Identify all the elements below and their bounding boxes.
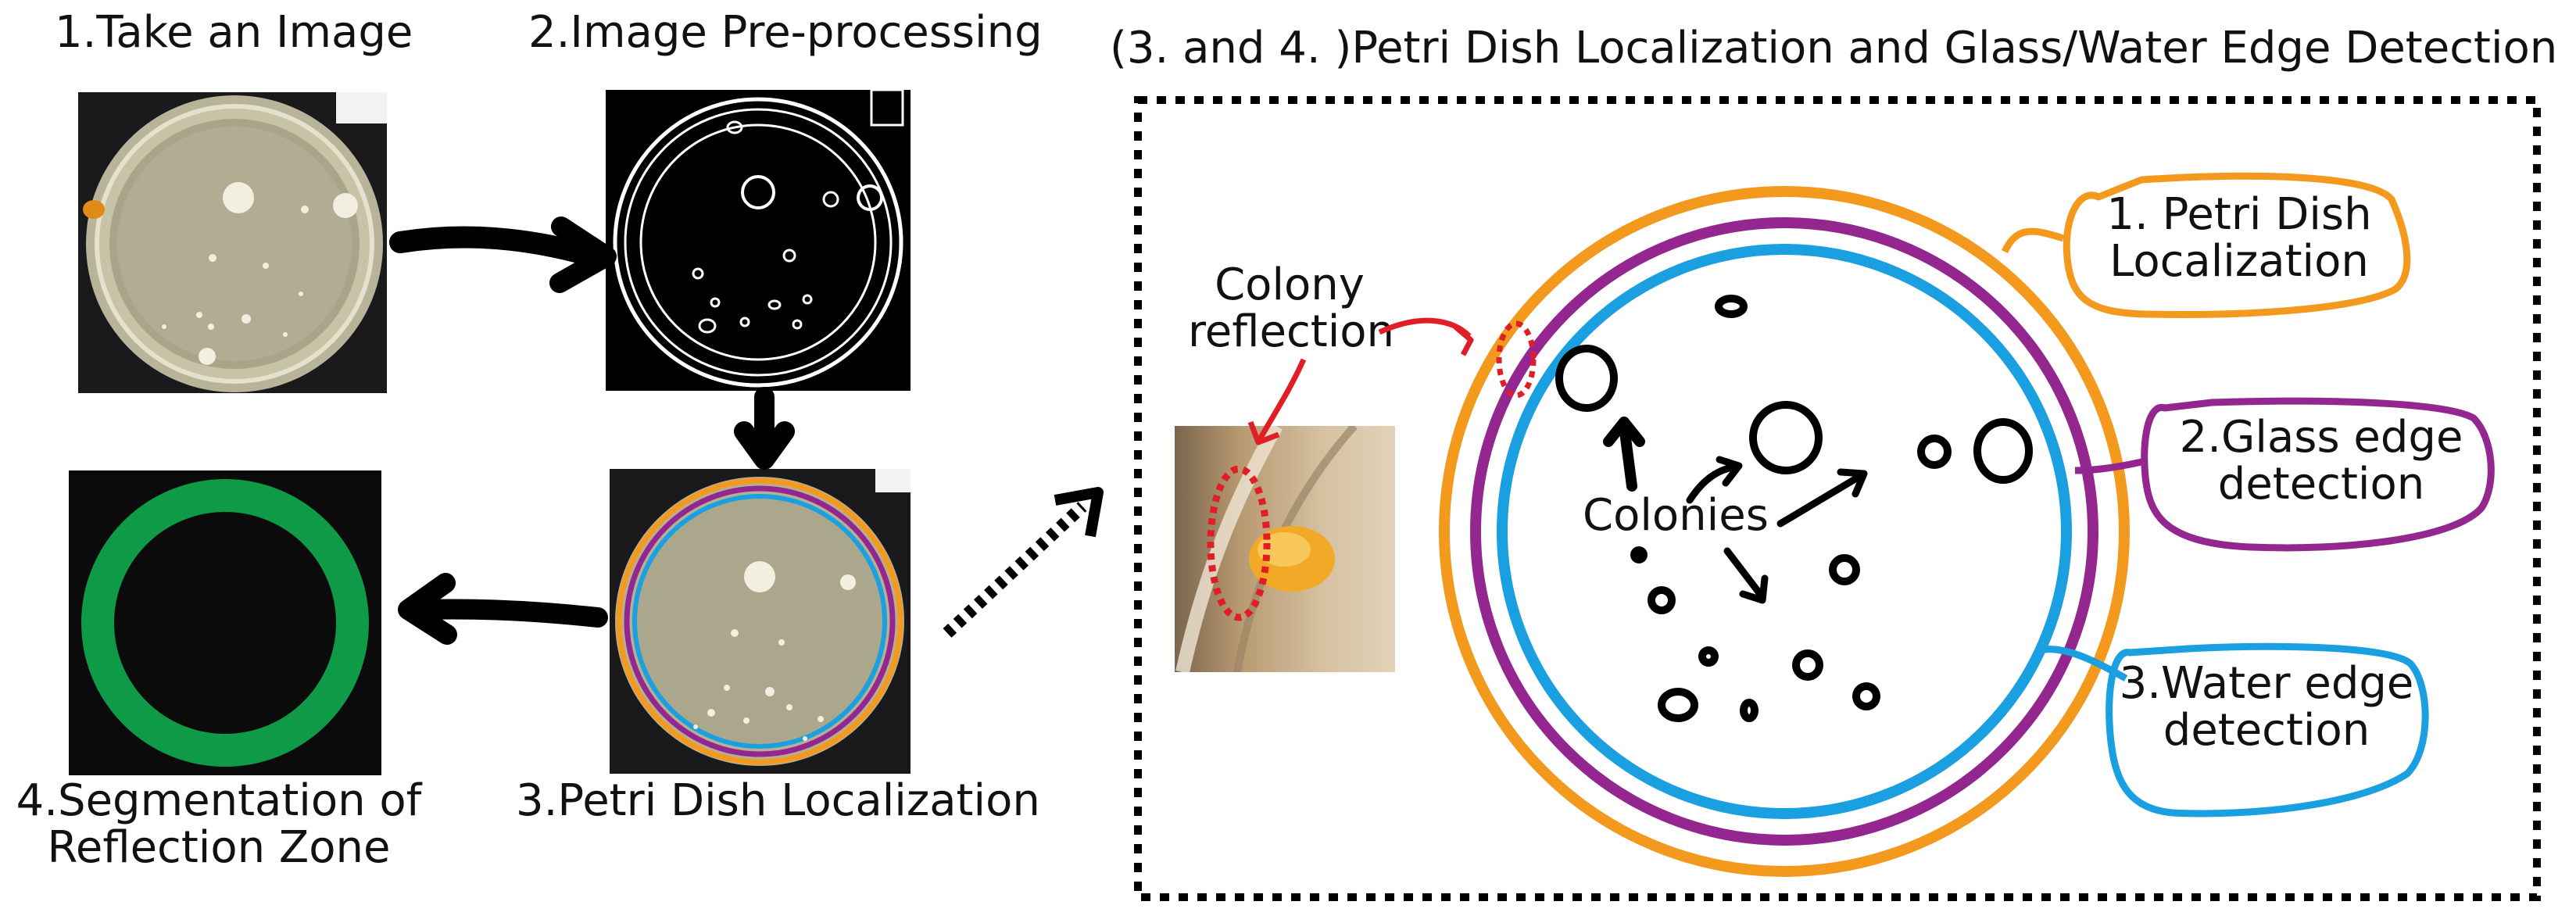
petri-photo-panel xyxy=(78,92,387,393)
petri-photo xyxy=(83,92,387,392)
glass-callout-line2: detection xyxy=(2217,459,2425,510)
petri-callout-line2: Localization xyxy=(2109,236,2369,288)
segmentation-panel xyxy=(69,470,381,775)
glass-edge-callout-text: 2.Glass edge detection xyxy=(2165,412,2478,510)
localized-dish-panel xyxy=(610,469,911,774)
water-callout-line2: detection xyxy=(2163,705,2370,757)
reflection-zone-ring xyxy=(81,479,369,767)
colonies-label: Colonies xyxy=(1583,490,1769,541)
water-edge-callout-text: 3.Water edge detection xyxy=(2110,660,2423,755)
step4-label-line2: Reflection Zone xyxy=(47,822,391,874)
localized-dish xyxy=(615,469,911,766)
reflection-crop xyxy=(1175,426,1395,672)
step2-label: 2.Image Pre-processing xyxy=(528,7,1043,58)
step1-label: 1.Take an Image xyxy=(55,7,413,58)
dotted-arrow-to-detail xyxy=(943,487,1104,638)
colony-reflection-label: Colony reflection xyxy=(1188,259,1395,358)
step4-label: 4.Segmentation of Reflection Zone xyxy=(8,775,430,874)
petri-callout-tail xyxy=(2001,227,2065,254)
detail-title: (3. and 4. )Petri Dish Localization and … xyxy=(1110,23,2558,73)
edge-map xyxy=(613,90,904,388)
water-callout-line1: 3.Water edge xyxy=(2119,658,2414,709)
glass-edge-ring xyxy=(1470,217,2098,846)
petri-dish-ring xyxy=(1439,186,2130,877)
step3-label: 3.Petri Dish Localization xyxy=(516,775,1040,826)
step4-label-line1: 4.Segmentation of xyxy=(16,775,422,826)
colony-reflection-photo xyxy=(1175,426,1395,672)
colony-reflection-label-line2: reflection xyxy=(1188,306,1395,358)
arrow-step3-to-step4 xyxy=(398,573,608,645)
glass-callout-line1: 2.Glass edge xyxy=(2179,412,2463,463)
glass-callout-tail xyxy=(2074,457,2146,474)
petri-callout-line1: 1. Petri Dish xyxy=(2106,189,2372,240)
arrow-step1-to-step2 xyxy=(389,216,617,293)
arrow-step2-to-step3 xyxy=(734,387,795,470)
colony-reflection-label-line1: Colony xyxy=(1215,259,1365,310)
petri-localization-callout-text: 1. Petri Dish Localization xyxy=(2083,191,2395,286)
preprocessed-panel xyxy=(606,90,911,391)
